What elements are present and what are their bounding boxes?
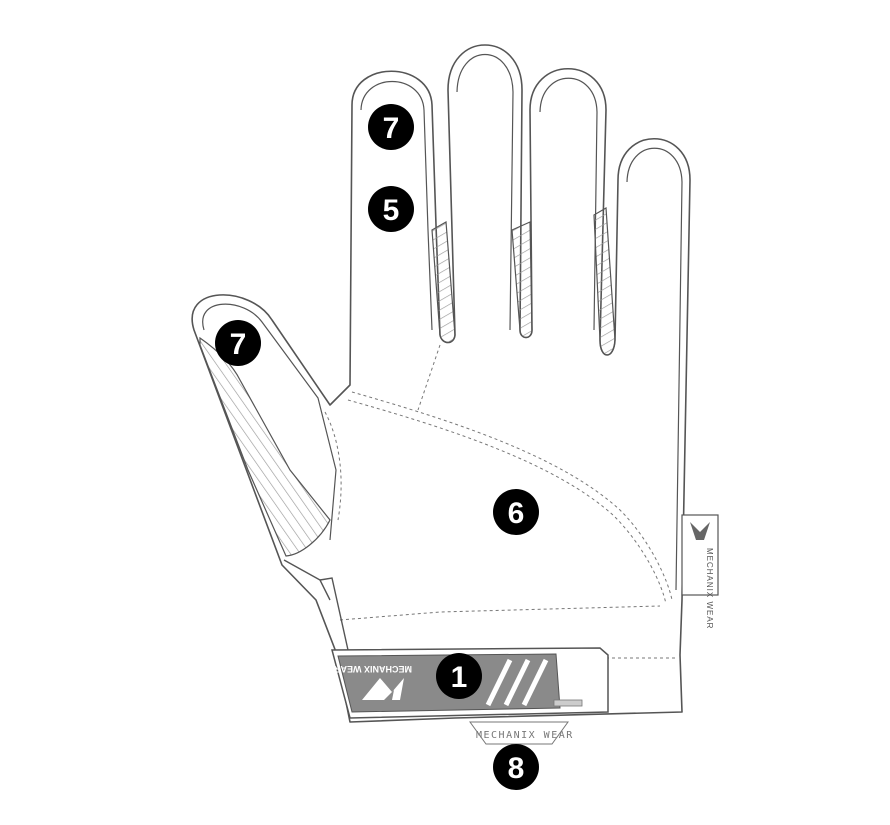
cuff-pull-tab: MECHANIX WEAR <box>469 721 574 745</box>
ring-gusset <box>593 206 616 356</box>
index-seam <box>417 344 441 411</box>
callouts: 7 5 7 6 1 8 <box>215 104 539 790</box>
closure-brand-text: MECHANIX WEAR <box>334 664 412 674</box>
callout-cuff: 8 <box>493 744 539 790</box>
callout-finger-side: 5 <box>368 186 414 232</box>
callout-label: 8 <box>508 752 525 785</box>
pinky-finger-inner <box>626 147 683 591</box>
palm-seam-top-2 <box>347 399 667 605</box>
callout-label: 7 <box>383 112 400 145</box>
side-brand-tag: MECHANIX WEAR <box>681 514 719 629</box>
glove-silhouette <box>191 44 691 723</box>
middle-finger-inner <box>456 54 514 331</box>
callout-label: 7 <box>230 328 247 361</box>
palm-seam-top <box>351 391 673 601</box>
thumb-inner <box>202 303 337 541</box>
callout-label: 1 <box>451 661 468 694</box>
brand-logo-icon <box>690 522 710 540</box>
callout-label: 5 <box>383 194 400 227</box>
callout-label: 6 <box>508 497 525 530</box>
callout-finger-tip: 7 <box>368 104 414 150</box>
strap-logo-icon <box>362 678 404 700</box>
glove-outline <box>191 44 691 723</box>
hatched-panels <box>199 206 616 557</box>
index-gusset <box>431 221 456 344</box>
thumb-hatched-panel <box>199 336 331 557</box>
ring-finger-inner <box>539 77 598 331</box>
callout-palm: 6 <box>493 489 539 535</box>
side-tag-text: MECHANIX WEAR <box>705 548 714 629</box>
strap-stripes <box>485 658 549 707</box>
palm-seam-bottom <box>339 605 661 621</box>
wrist-strap-edge <box>319 577 349 651</box>
stitching <box>324 344 678 659</box>
index-finger-inner <box>360 80 433 331</box>
callout-closure: 1 <box>436 653 482 699</box>
middle-gusset <box>511 221 533 339</box>
callout-thumb-tip: 7 <box>215 320 261 366</box>
velcro-tab <box>553 699 583 707</box>
thumb-seam <box>324 411 342 521</box>
cuff-tab-text: MECHANIX WEAR <box>476 730 574 741</box>
wrist-lines <box>283 559 349 651</box>
